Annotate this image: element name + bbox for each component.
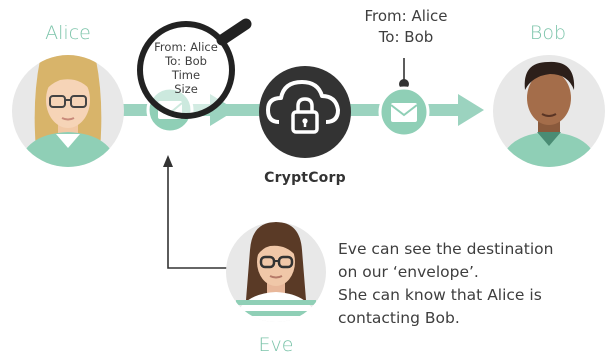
eve-note: Eve can see the destination on our ‘enve… — [338, 238, 600, 330]
envelope-address-label: From: Alice To: Bob — [346, 6, 466, 48]
eve-note-line-2: on our ‘envelope’. — [338, 263, 479, 281]
cloud-lock-icon — [259, 66, 351, 158]
envelope-node-2 — [378, 58, 430, 138]
alice-avatar — [12, 55, 124, 167]
flow-arrow-2 — [458, 94, 484, 126]
eve-note-line-4: contacting Bob. — [338, 309, 460, 327]
magnifier-metadata: From: Alice To: Bob Time Size — [140, 40, 232, 96]
metadata-time: Time — [171, 68, 201, 82]
service-name: CryptCorp — [264, 170, 346, 186]
magnifier-icon — [137, 18, 252, 119]
eve-label: Eve — [258, 334, 294, 356]
bob-label: Bob — [529, 22, 567, 44]
envelope-to: To: Bob — [378, 28, 434, 46]
eve-avatar — [226, 222, 326, 322]
metadata-size: Size — [174, 82, 198, 96]
bob-avatar — [493, 55, 605, 167]
metadata-to: To: Bob — [165, 54, 207, 68]
eve-note-line-3: She can know that Alice is — [338, 286, 542, 304]
metadata-from: From: Alice — [154, 40, 218, 54]
eve-note-line-1: Eve can see the destination — [338, 240, 554, 258]
envelope-from: From: Alice — [364, 7, 448, 25]
eve-tap-arrow — [163, 155, 232, 269]
alice-label: Alice — [45, 22, 91, 44]
